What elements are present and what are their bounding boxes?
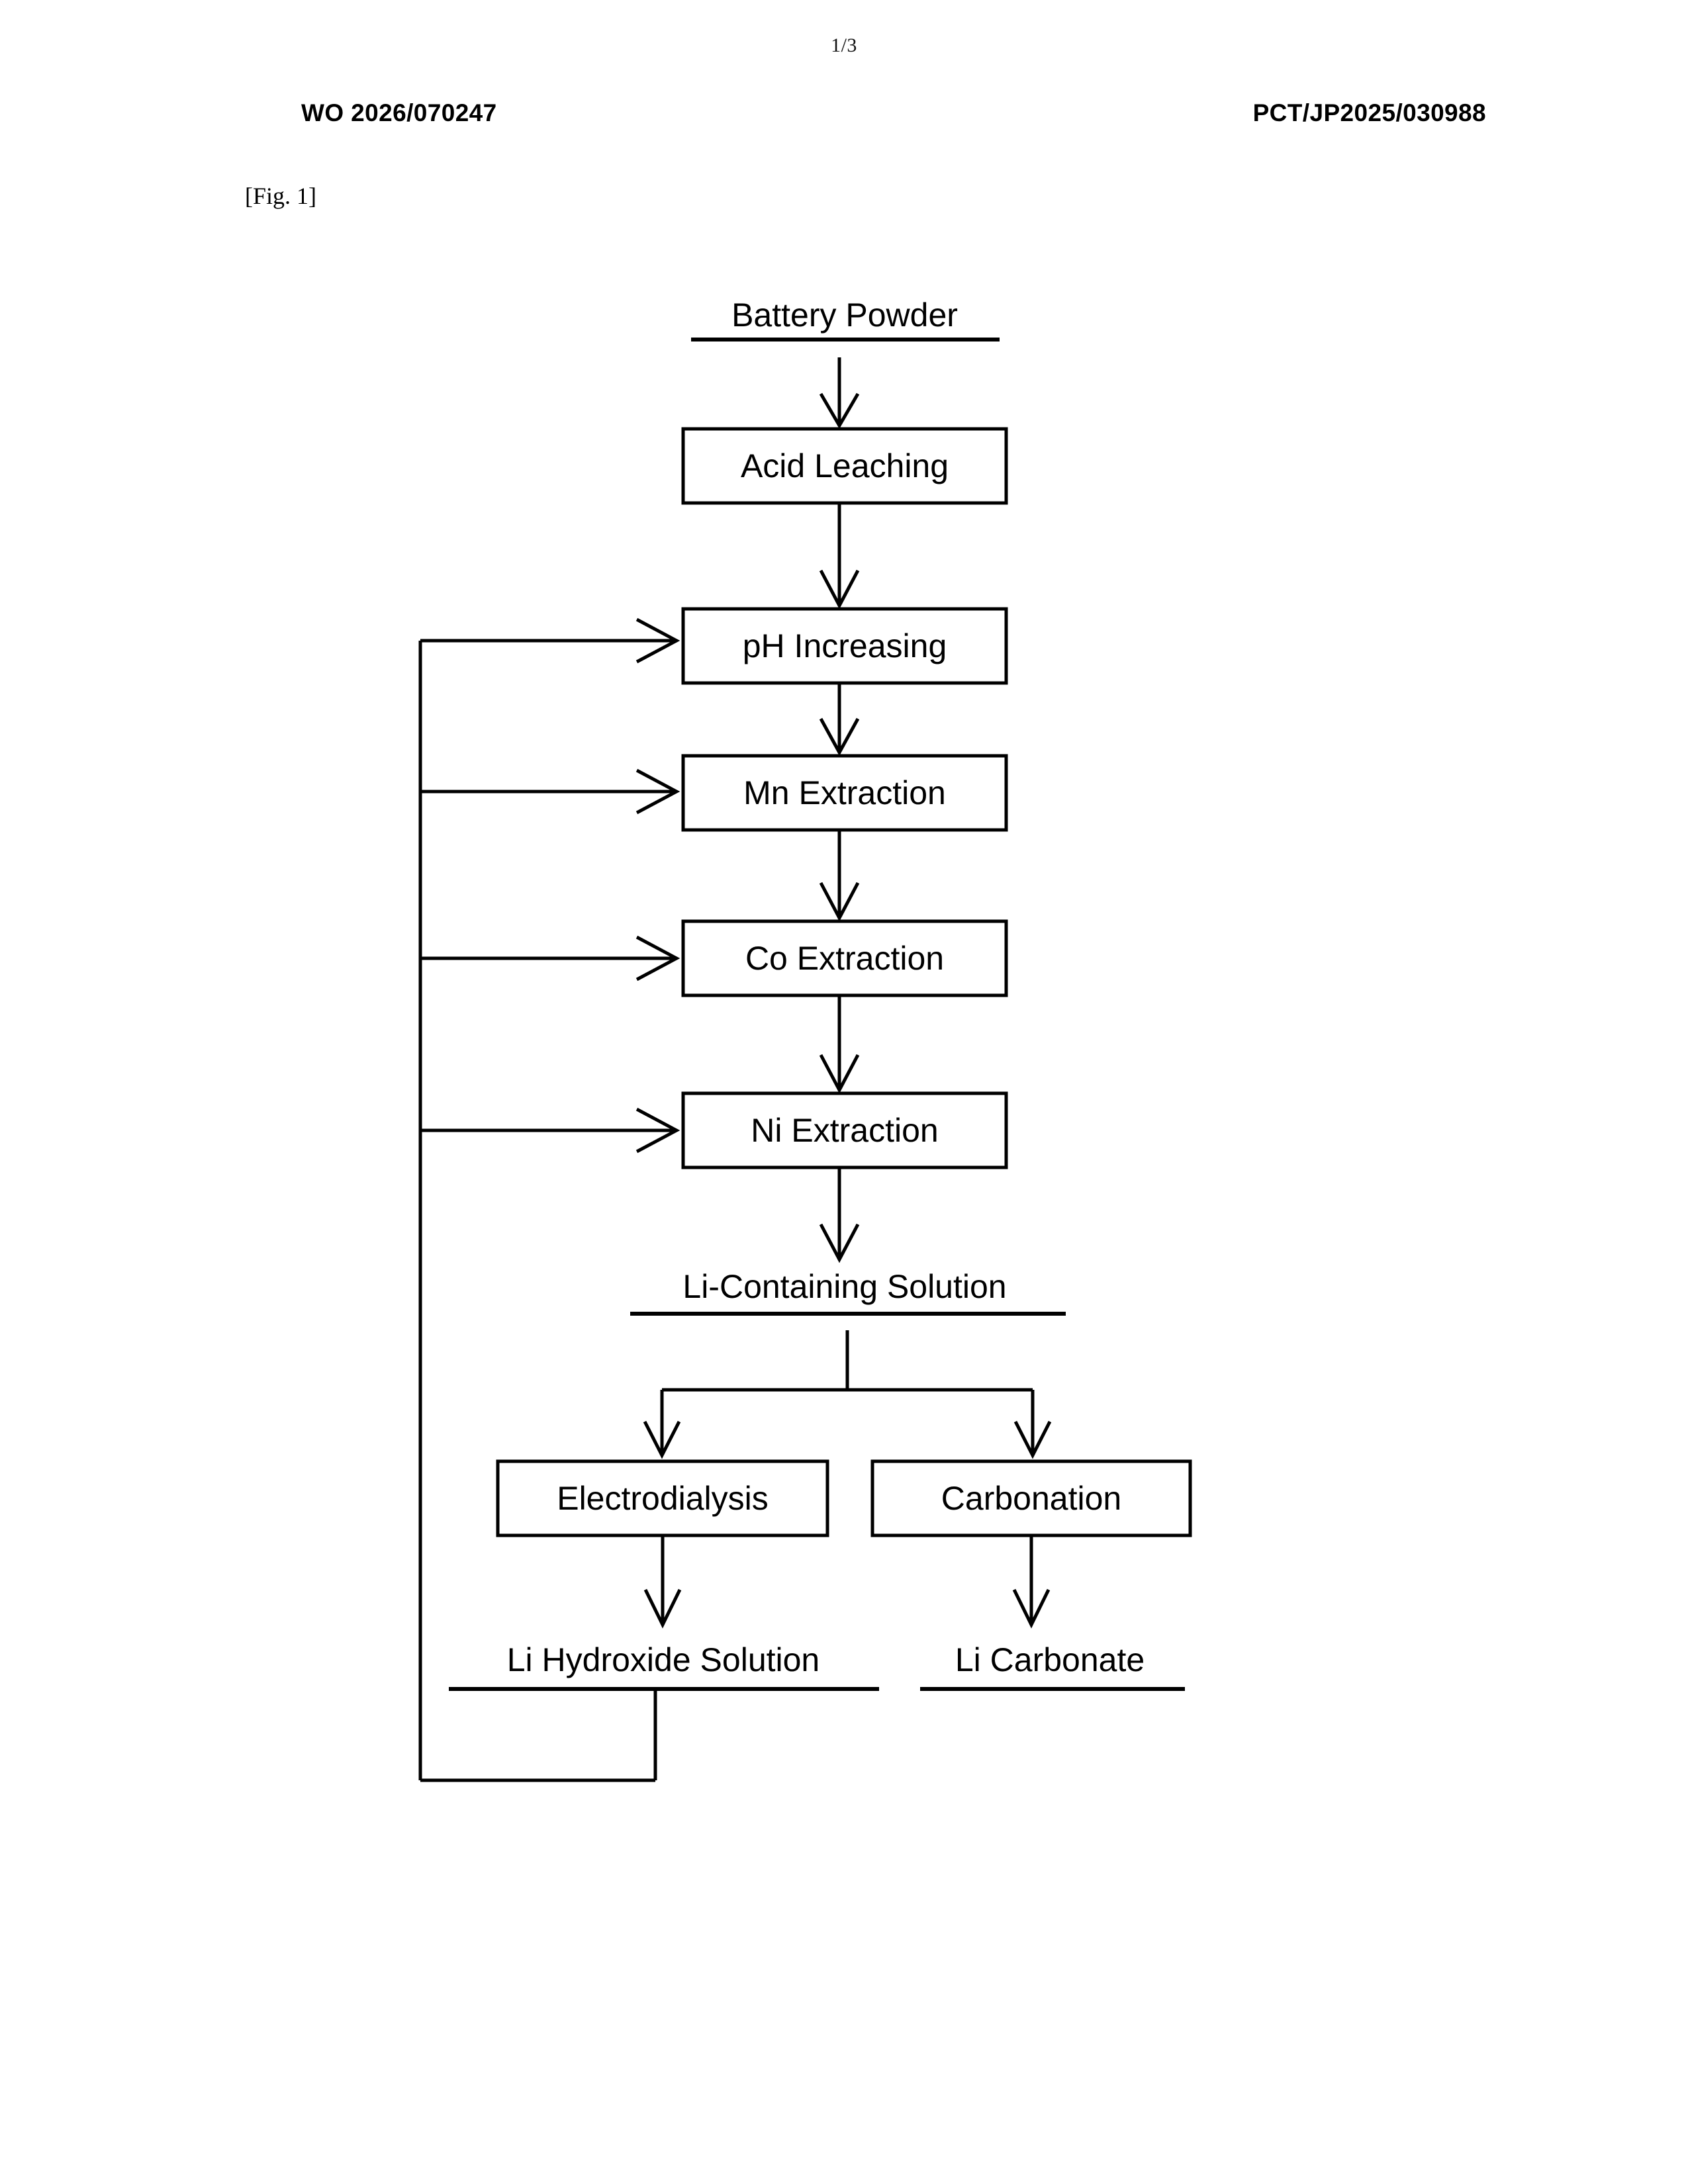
feedback-branch-ph-increasing: [420, 617, 680, 664]
node-acid-leaching-label: Acid Leaching: [741, 447, 949, 484]
node-carbonation-label: Carbonation: [941, 1480, 1121, 1517]
node-battery-powder-label: Battery Powder: [731, 296, 958, 334]
node-electrodialysis-label: Electrodialysis: [557, 1480, 769, 1517]
node-co-extraction-label: Co Extraction: [745, 940, 944, 977]
edge-carbonation-to-li-carbonate: [1012, 1537, 1051, 1629]
carbonation-box: [870, 1459, 1192, 1537]
node-li-containing-solution: Li-Containing Solution: [630, 1268, 1066, 1316]
node-ph-increasing-label: pH Increasing: [743, 627, 947, 664]
recycle-feedback-loop: [418, 617, 680, 1782]
node-li-carbonate: Li Carbonate: [920, 1641, 1185, 1691]
ni-extraction-box: [681, 1091, 1008, 1169]
edge-acid-leaching-to-ph-increasing: [819, 504, 860, 610]
figure-label: [Fig. 1]: [245, 183, 316, 209]
mn-extraction-box: [681, 754, 1008, 832]
application-number: PCT/JP2025/030988: [1252, 99, 1486, 126]
co-extraction-box: [681, 919, 1008, 997]
acid-leaching-box: [681, 427, 1008, 505]
node-ni-extraction-label: Ni Extraction: [751, 1112, 938, 1149]
node-li-containing-solution-label: Li-Containing Solution: [682, 1268, 1006, 1305]
edge-electrodialysis-to-li-hydroxide-solution: [643, 1537, 682, 1629]
node-battery-powder: Battery Powder: [691, 296, 1000, 341]
edge-mn-extraction-to-co-extraction: [819, 831, 860, 922]
feedback-branch-co-extraction: [420, 935, 680, 981]
publication-number: WO 2026/070247: [301, 99, 497, 126]
node-carbonation: Carbonation: [870, 1459, 1192, 1537]
edge-ph-increasing-to-mn-extraction: [819, 684, 860, 756]
node-electrodialysis: Electrodialysis: [496, 1459, 829, 1537]
node-li-carbonate-label: Li Carbonate: [955, 1641, 1145, 1678]
page-number: 1/3: [831, 34, 857, 56]
feedback-branch-ni-extraction: [420, 1107, 680, 1154]
ph-increasing-box: [681, 607, 1008, 685]
edge-li-containing-solution-split: [643, 1330, 1052, 1459]
electrodialysis-box: [496, 1459, 829, 1537]
node-co-extraction: Co Extraction: [681, 919, 1008, 997]
feedback-branch-mn-extraction: [420, 768, 680, 815]
node-mn-extraction-label: Mn Extraction: [743, 774, 946, 811]
edge-co-extraction-to-ni-extraction: [819, 997, 860, 1094]
node-li-hydroxide-solution: Li Hydroxide Solution: [449, 1641, 879, 1691]
node-acid-leaching: Acid Leaching: [681, 427, 1008, 505]
node-mn-extraction: Mn Extraction: [681, 754, 1008, 832]
node-ni-extraction: Ni Extraction: [681, 1091, 1008, 1169]
edge-battery-powder-to-acid-leaching: [819, 357, 860, 429]
edge-ni-extraction-to-li-containing-solution: [819, 1169, 860, 1263]
node-ph-increasing: pH Increasing: [681, 607, 1008, 685]
node-li-hydroxide-solution-label: Li Hydroxide Solution: [507, 1641, 820, 1678]
